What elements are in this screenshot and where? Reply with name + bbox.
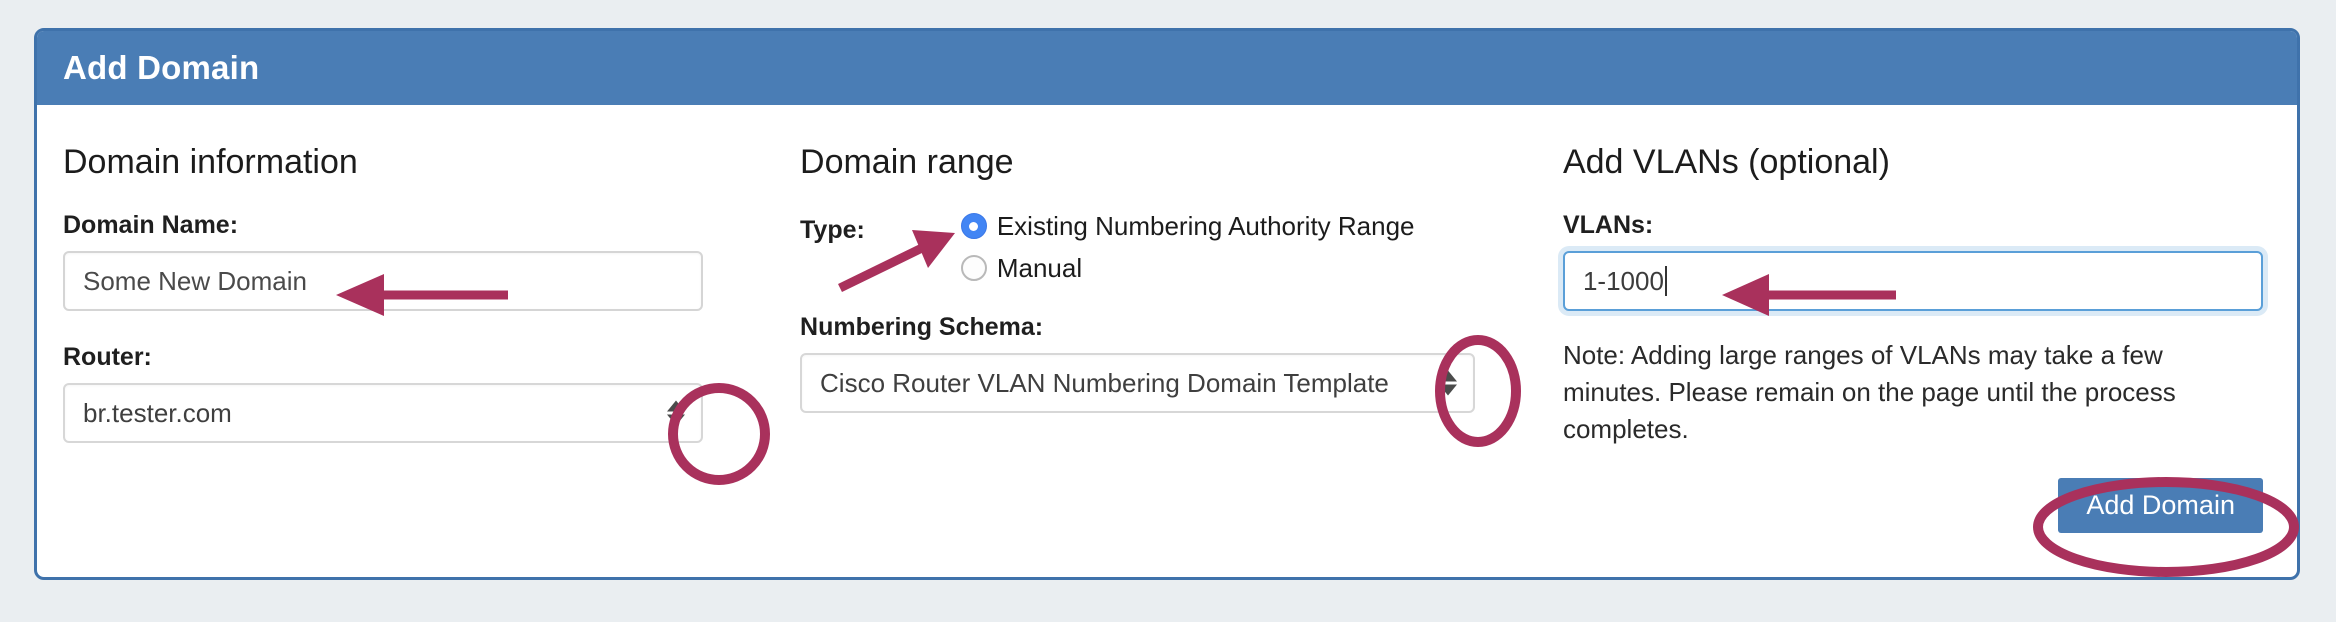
panel-body: Domain information Domain Name: Some New… (37, 105, 2297, 577)
domain-information-column: Domain information Domain Name: Some New… (37, 145, 800, 577)
panel-title: Add Domain (63, 49, 260, 86)
radio-option-manual[interactable]: Manual (960, 253, 1415, 283)
select-updown-arrows-icon (667, 400, 685, 426)
add-domain-button[interactable]: Add Domain (2058, 477, 2263, 533)
vlans-input[interactable]: 1-1000 (1562, 251, 2263, 311)
button-row: Add Domain (1563, 477, 2263, 533)
type-radio-group: Existing Numbering Authority Range Manua… (960, 211, 1415, 283)
type-label: Type: (800, 216, 865, 244)
domain-information-heading: Domain information (63, 143, 358, 181)
add-vlans-column: Add VLANs (optional) VLANs: 1-1000 Note:… (1562, 143, 2297, 577)
router-select[interactable]: br.tester.com (63, 383, 703, 443)
panel-header: Add Domain (37, 31, 2297, 105)
numbering-schema-select[interactable]: Cisco Router VLAN Numbering Domain Templ… (800, 353, 1476, 413)
domain-name-input[interactable]: Some New Domain (63, 251, 703, 311)
vlans-note: Note: Adding large ranges of VLANs may t… (1562, 340, 2176, 444)
numbering-schema-value: Cisco Router VLAN Numbering Domain Templ… (820, 367, 1389, 398)
radio-option-existing-range[interactable]: Existing Numbering Authority Range (960, 211, 1415, 241)
radio-option-manual-label: Manual (996, 253, 1083, 283)
numbering-schema-label: Numbering Schema: (800, 313, 1044, 341)
radio-unselected-icon[interactable] (960, 255, 987, 281)
domain-range-column: Domain range Type: Existing Numbering Au… (800, 145, 1563, 577)
domain-name-label: Domain Name: (63, 211, 239, 239)
vlans-value: 1-1000 (1582, 265, 1664, 296)
type-row: Type: Existing Numbering Authority Range… (800, 213, 1563, 281)
domain-range-heading: Domain range (800, 143, 1014, 181)
add-vlans-heading: Add VLANs (optional) (1562, 143, 1890, 181)
vlans-label: VLANs: (1562, 211, 1654, 239)
radio-selected-icon[interactable] (960, 213, 987, 239)
select-updown-arrows-icon (1439, 370, 1458, 396)
radio-option-existing-range-label: Existing Numbering Authority Range (996, 211, 1415, 241)
router-value: br.tester.com (83, 397, 232, 428)
router-label: Router: (63, 343, 152, 371)
domain-name-value: Some New Domain (83, 265, 307, 296)
add-domain-panel: Add Domain Domain information Domain Nam… (34, 28, 2300, 580)
text-cursor (1664, 266, 1667, 296)
